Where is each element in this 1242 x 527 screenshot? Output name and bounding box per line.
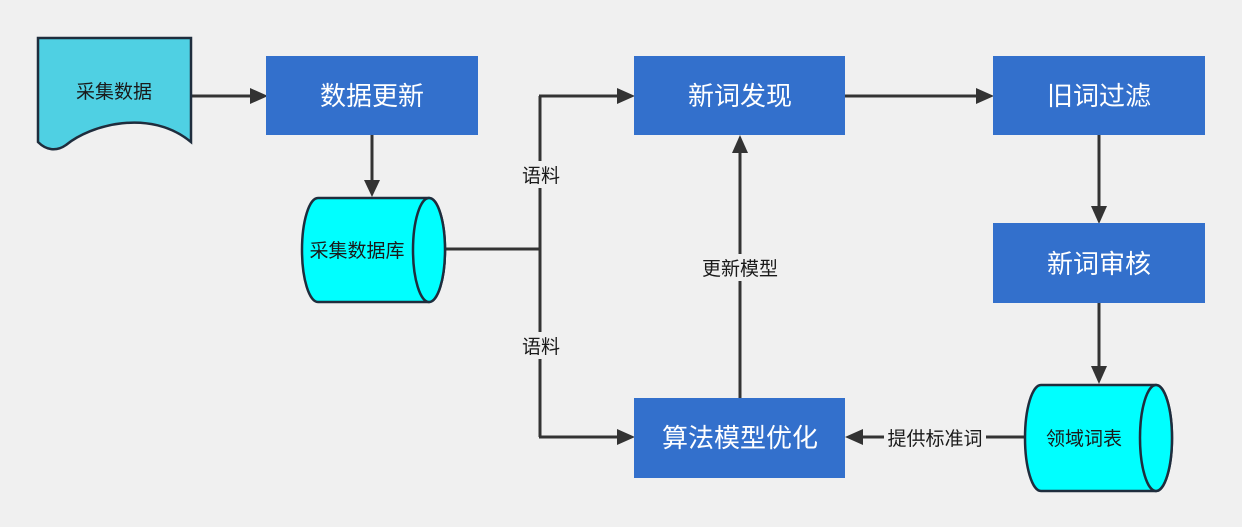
process-box xyxy=(634,56,845,135)
edge-label-update-model-text: 更新模型 xyxy=(702,258,778,280)
edges xyxy=(192,88,1107,445)
process-box xyxy=(993,223,1205,303)
edge-label-corpus-up: 语料 xyxy=(519,161,562,188)
edge-label-corpus-up-text: 语料 xyxy=(522,165,560,187)
edge-collect-db-to-algorithm-optimization xyxy=(539,429,635,445)
node-new-word-discovery[interactable]: 新词发现 xyxy=(634,56,845,135)
edge-new-word-discovery-to-old-word-filter xyxy=(845,88,994,104)
node-old-word-filter-label: 旧词过滤 xyxy=(1047,82,1151,112)
cylinder-face xyxy=(1138,383,1174,493)
node-domain-lexicon[interactable]: 领域词表 xyxy=(1023,383,1174,493)
node-old-word-filter[interactable]: 旧词过滤 xyxy=(993,56,1205,135)
process-box xyxy=(634,398,845,478)
node-algorithm-optimization[interactable]: 算法模型优化 xyxy=(634,398,845,478)
edge-data-update-to-collect-db xyxy=(364,134,380,197)
node-new-word-discovery-label: 新词发现 xyxy=(688,82,792,112)
edge-collect-db-trunk xyxy=(446,96,542,437)
edge-collect-db-to-new-word-discovery xyxy=(539,88,635,104)
node-data-update-label: 数据更新 xyxy=(320,82,424,112)
edge-label-corpus-down-text: 语料 xyxy=(522,336,560,358)
document-shape xyxy=(36,36,193,151)
node-new-word-review[interactable]: 新词审核 xyxy=(993,223,1205,303)
node-algorithm-optimization-label: 算法模型优化 xyxy=(662,424,818,454)
edge-label-provide-standard-words-text: 提供标准词 xyxy=(887,428,982,450)
edge-labels: 语料 语料 更新模型 提供标准词 xyxy=(519,161,986,451)
edge-old-word-filter-to-new-word-review xyxy=(1091,134,1107,224)
edge-label-provide-standard-words: 提供标准词 xyxy=(884,424,986,451)
edge-new-word-review-to-domain-lexicon xyxy=(1091,302,1107,384)
node-domain-lexicon-label: 领域词表 xyxy=(1046,428,1122,450)
edge-label-update-model: 更新模型 xyxy=(699,254,781,281)
node-new-word-review-label: 新词审核 xyxy=(1047,250,1151,280)
node-collect-db[interactable]: 采集数据库 xyxy=(300,196,447,304)
node-collect-data-label: 采集数据 xyxy=(76,81,152,103)
edge-label-corpus-down: 语料 xyxy=(519,332,562,359)
node-data-update[interactable]: 数据更新 xyxy=(266,56,478,135)
node-collect-data[interactable]: 采集数据 xyxy=(36,36,193,151)
process-box xyxy=(993,56,1205,135)
process-box xyxy=(266,56,478,135)
node-collect-db-label: 采集数据库 xyxy=(309,240,404,262)
cylinder-face xyxy=(411,196,447,304)
edge-collect-data-to-data-update xyxy=(192,88,268,104)
